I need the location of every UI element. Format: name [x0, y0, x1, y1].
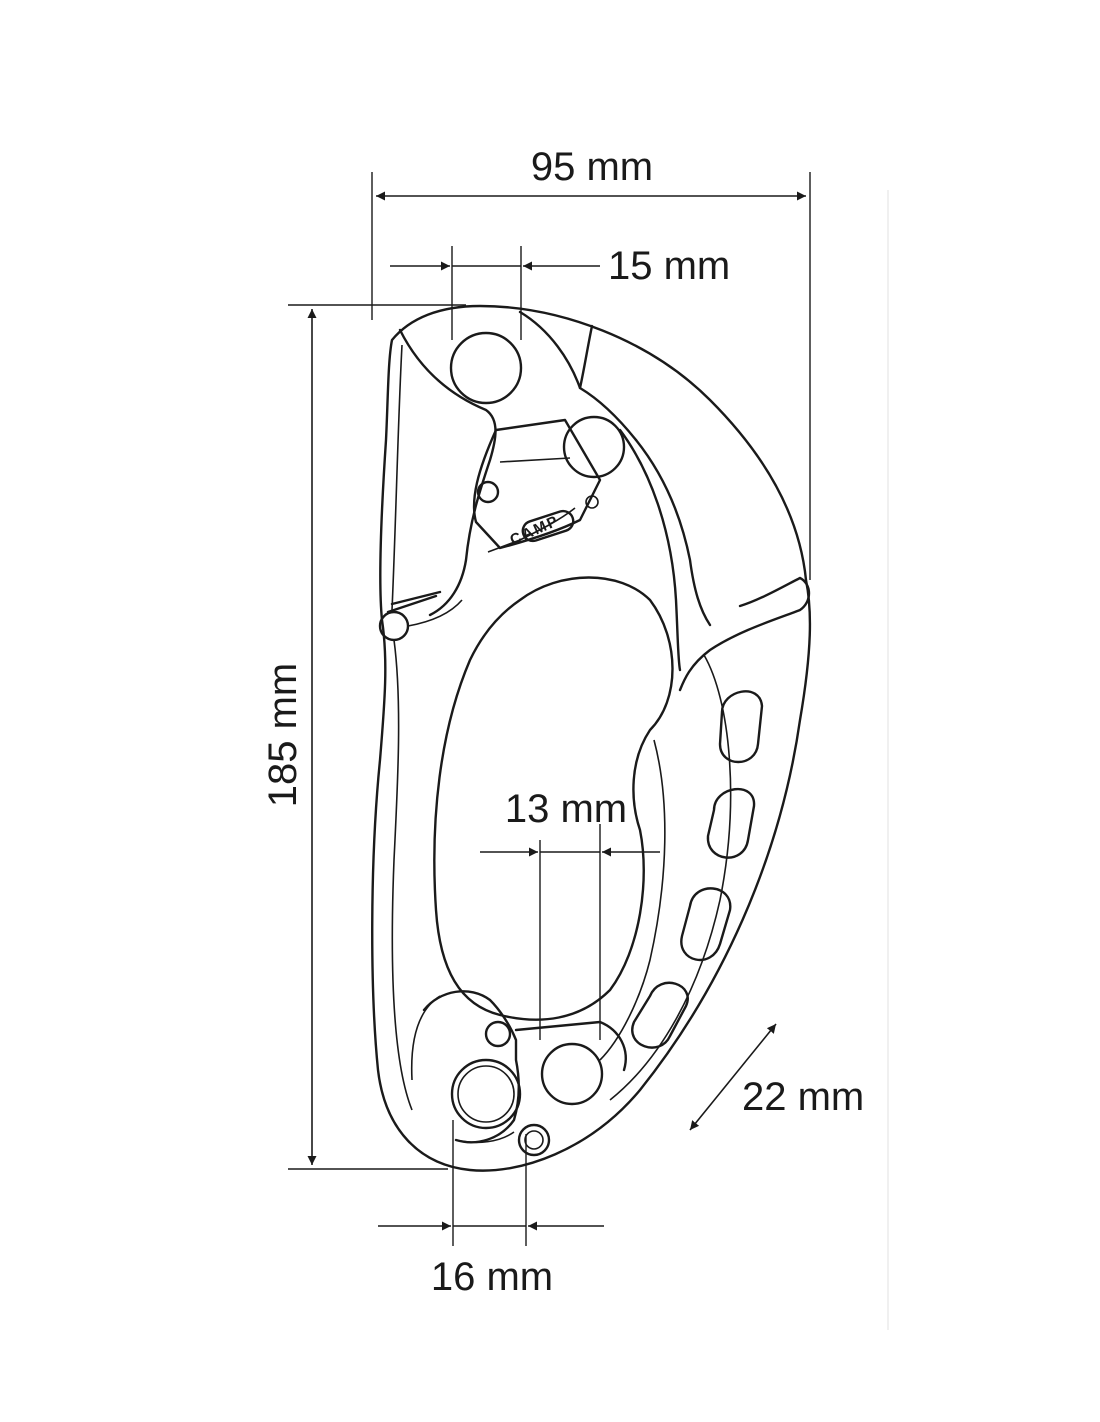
rope-dim-line: [689, 1023, 777, 1131]
left-body-line: [391, 639, 413, 1111]
device-outer-outline: [371, 304, 812, 1172]
dimension-annotations: 95 mm 15 mm 185 mm 13 mm 22 mm 16 mm: [261, 145, 864, 1299]
bottom-bridge: [514, 1020, 627, 1072]
handle-inner-curve: [609, 654, 732, 1101]
lever-pivot: [378, 610, 410, 642]
central-opening: [433, 576, 674, 1021]
cam-plate-ridge: [499, 457, 571, 463]
cam-notch: [578, 324, 594, 390]
rope-label: 22 mm: [742, 1075, 864, 1119]
bottom-pulley-inner: [457, 1065, 515, 1123]
slot-2: [706, 788, 756, 859]
rail-edge: [618, 428, 682, 672]
top-pulley: [449, 331, 523, 405]
inner-gap-label: 13 mm: [505, 787, 627, 831]
bottom-right-pulley: [540, 1042, 604, 1106]
cam-edge: [518, 310, 638, 442]
lever-link: [407, 599, 463, 627]
top-gap-label: 15 mm: [608, 244, 730, 288]
bottom-ribbon: [455, 1131, 515, 1144]
belay-device: CAMP: [371, 304, 812, 1172]
left-spine-line: [391, 344, 403, 611]
cam-plate-lower: [487, 507, 576, 553]
lever-arm: [386, 590, 442, 614]
bottom-loop: [422, 990, 520, 1144]
slot-1: [718, 690, 764, 764]
height-label: 185 mm: [261, 663, 305, 808]
bottom-rivet: [517, 1123, 551, 1157]
cam-small-hole: [585, 495, 599, 509]
bottom-gap-label: 16 mm: [431, 1255, 553, 1299]
slot-3: [680, 887, 732, 962]
slot-4: [631, 981, 689, 1049]
second-pulley: [562, 415, 626, 479]
cam-slot: [521, 509, 575, 543]
rail-clip: [678, 576, 811, 692]
handle-inner-curve-2: [599, 739, 666, 1061]
cam-screw: [476, 480, 500, 504]
bottom-small-hole: [484, 1020, 512, 1048]
bottom-loop-outer: [410, 995, 441, 1081]
logo-text: CAMP: [507, 512, 562, 549]
bottom-pulley: [450, 1058, 522, 1130]
width-label: 95 mm: [531, 145, 653, 189]
cam-head: [398, 328, 497, 617]
bottom-rivet-inner: [524, 1130, 544, 1150]
right-rail-inner: [634, 438, 712, 627]
